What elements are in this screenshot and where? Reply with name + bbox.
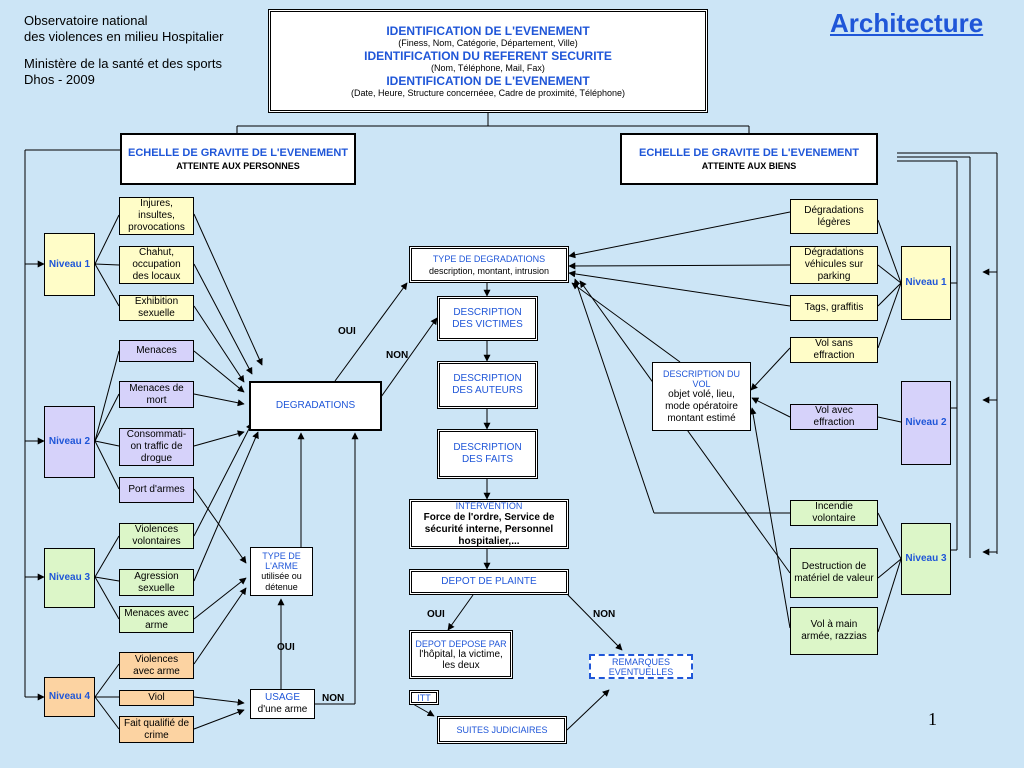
desc-vol-text: objet volé, lieu, mode opératoire montan… — [665, 388, 738, 424]
item-viol: Viol — [119, 690, 194, 706]
item-menaces-arme: Menaces avec arme — [119, 606, 194, 633]
label-non-usage: NON — [322, 693, 345, 704]
org-line-1: Observatoire national — [24, 13, 148, 28]
right-level-3-label: Niveau 3 — [905, 553, 947, 564]
desc-auteurs-label: DESCRIPTION DES AUTEURS — [452, 373, 523, 396]
right-level-3: Niveau 3 — [901, 523, 951, 595]
item-violences-arme: Violences avec arme — [119, 652, 194, 679]
right-level-1-label: Niveau 1 — [905, 277, 947, 288]
item-injures: Injures, insultes, provocations — [119, 197, 194, 235]
desc-victimes-label: DESCRIPTION DES VICTIMES — [452, 306, 523, 330]
right-level-2: Niveau 2 — [901, 381, 951, 465]
label-oui-plainte: OUI — [427, 609, 445, 620]
item-menaces-mort: Menaces de mort — [119, 381, 194, 408]
ministry: Ministère de la santé et des sports Dhos… — [24, 56, 222, 88]
item-vol-main-armee: Vol à main armée, razzias — [790, 607, 878, 655]
intervention-text: Force de l'ordre, Service de sécurité in… — [423, 512, 555, 547]
scale-persons-title: ECHELLE DE GRAVITE DE L'EVENEMENT — [128, 146, 348, 159]
item-destruction: Destruction de matériel de valeur — [790, 548, 878, 598]
type-arme-box: TYPE DE L'ARME utilisée ou détenue — [250, 547, 313, 596]
desc-victimes-box: DESCRIPTION DES VICTIMES — [437, 296, 538, 341]
itt-box: ITT — [409, 690, 439, 705]
degradations-label: DEGRADATIONS — [275, 400, 356, 411]
identification-event-fields-2: (Date, Heure, Structure concernéee, Cadr… — [351, 87, 625, 98]
identification-box: IDENTIFICATION DE L'EVENEMENT (Finess, N… — [268, 9, 708, 113]
depot-plainte-box: DEPOT DE PLAINTE — [409, 569, 569, 595]
left-level-3: Niveau 3 — [44, 548, 95, 608]
item-violences-volontaires: Violences volontaires — [119, 523, 194, 549]
desc-faits-label: DESCRIPTION DES FAITS — [453, 442, 522, 465]
item-port-armes: Port d'armes — [119, 477, 194, 503]
item-tags: Tags, graffitis — [790, 295, 878, 321]
scale-goods-title: ECHELLE DE GRAVITE DE L'EVENEMENT — [639, 146, 859, 159]
identification-event-title-2: IDENTIFICATION DE L'EVENEMENT — [386, 73, 590, 88]
scale-persons-box: ECHELLE DE GRAVITE DE L'EVENEMENT ATTEIN… — [120, 133, 356, 185]
type-arme-title: TYPE DE L'ARME — [262, 550, 301, 571]
desc-faits-box: DESCRIPTION DES FAITS — [437, 429, 538, 479]
left-level-1: Niveau 1 — [44, 233, 95, 296]
type-arme-text: utilisée ou détenue — [261, 570, 302, 592]
type-degradations-box: TYPE DE DEGRADATIONS description, montan… — [409, 246, 569, 283]
usage-box: USAGE d'une arme — [250, 689, 315, 719]
item-incendie: Incendie volontaire — [790, 500, 878, 526]
degradations-box: DEGRADATIONS — [249, 381, 382, 431]
left-level-4-label: Niveau 4 — [48, 691, 91, 702]
usage-text: d'une arme — [257, 704, 308, 715]
desc-vol-box: DESCRIPTION DU VOL objet volé, lieu, mod… — [652, 362, 751, 431]
itt-label: ITT — [417, 692, 431, 703]
item-exhibition: Exhibition sexuelle — [119, 295, 194, 321]
label-oui-usage: OUI — [277, 642, 295, 653]
ministry-line-1: Ministère de la santé et des sports — [24, 56, 222, 71]
left-level-3-label: Niveau 3 — [48, 572, 91, 583]
right-level-1: Niveau 1 — [901, 246, 951, 320]
item-degradations-legeres: Dégradations légères — [790, 199, 878, 234]
left-level-4: Niveau 4 — [44, 677, 95, 717]
remarques-label: REMARQUES EVENTUELLES — [608, 656, 674, 677]
label-oui-degradations: OUI — [338, 326, 356, 337]
remarques-box: REMARQUES EVENTUELLES — [589, 654, 693, 679]
identification-referent-fields: (Nom, Téléphone, Mail, Fax) — [431, 62, 545, 73]
page-number: 1 — [928, 709, 937, 729]
identification-event-title: IDENTIFICATION DE L'EVENEMENT — [386, 23, 590, 38]
right-level-2-label: Niveau 2 — [905, 417, 947, 428]
depot-par-box: DEPOT DEPOSE PAR l'hôpital, la victime, … — [409, 630, 513, 679]
org-line-2: des violences en milieu Hospitalier — [24, 29, 224, 44]
page-title: Architecture — [830, 8, 984, 38]
label-non-plainte: NON — [593, 609, 616, 620]
suites-judiciaires-label: SUITES JUDICIAIRES — [456, 725, 548, 735]
label-non-degradations: NON — [386, 350, 409, 361]
left-level-2-label: Niveau 2 — [48, 436, 91, 447]
item-vol-avec-effraction: Vol avec effraction — [790, 404, 878, 430]
item-chahut: Chahut, occupation des locaux — [119, 246, 194, 284]
item-menaces: Menaces — [119, 340, 194, 362]
item-vol-sans-effraction: Vol sans effraction — [790, 337, 878, 363]
intervention-box: INTERVENTION Force de l'ordre, Service d… — [409, 499, 569, 549]
organization-name: Observatoire national des violences en m… — [24, 13, 223, 45]
depot-par-text: l'hôpital, la victime, les deux — [419, 648, 503, 671]
scale-persons-subtitle: ATTEINTE AUX PERSONNES — [176, 160, 300, 171]
ministry-line-2: Dhos - 2009 — [24, 72, 95, 87]
item-consommation: Consommati-on traffic de drogue — [119, 428, 194, 466]
depot-plainte-label: DEPOT DE PLAINTE — [441, 576, 537, 587]
identification-referent-title: IDENTIFICATION DU REFERENT SECURITE — [364, 48, 612, 63]
item-degradations-vehicules: Dégradations véhicules sur parking — [790, 246, 878, 284]
type-degradations-title: TYPE DE DEGRADATIONS — [432, 253, 546, 264]
scale-goods-box: ECHELLE DE GRAVITE DE L'EVENEMENT ATTEIN… — [620, 133, 878, 185]
intervention-title: INTERVENTION — [455, 501, 523, 511]
left-level-2: Niveau 2 — [44, 406, 95, 478]
item-fait-qualifie: Fait qualifié de crime — [119, 716, 194, 743]
scale-goods-subtitle: ATTEINTE AUX BIENS — [701, 160, 797, 171]
type-degradations-text: description, montant, intrusion — [428, 265, 550, 276]
desc-auteurs-box: DESCRIPTION DES AUTEURS — [437, 361, 538, 409]
suites-judiciaires-box: SUITES JUDICIAIRES — [437, 716, 567, 744]
desc-vol-title: DESCRIPTION DU VOL — [662, 368, 740, 389]
depot-par-title: DEPOT DEPOSE PAR — [415, 638, 507, 649]
usage-title: USAGE — [264, 692, 300, 703]
item-agression-sexuelle: Agression sexuelle — [119, 569, 194, 596]
identification-event-fields: (Finess, Nom, Catégorie, Département, Vi… — [398, 37, 578, 48]
left-level-1-label: Niveau 1 — [48, 258, 91, 270]
